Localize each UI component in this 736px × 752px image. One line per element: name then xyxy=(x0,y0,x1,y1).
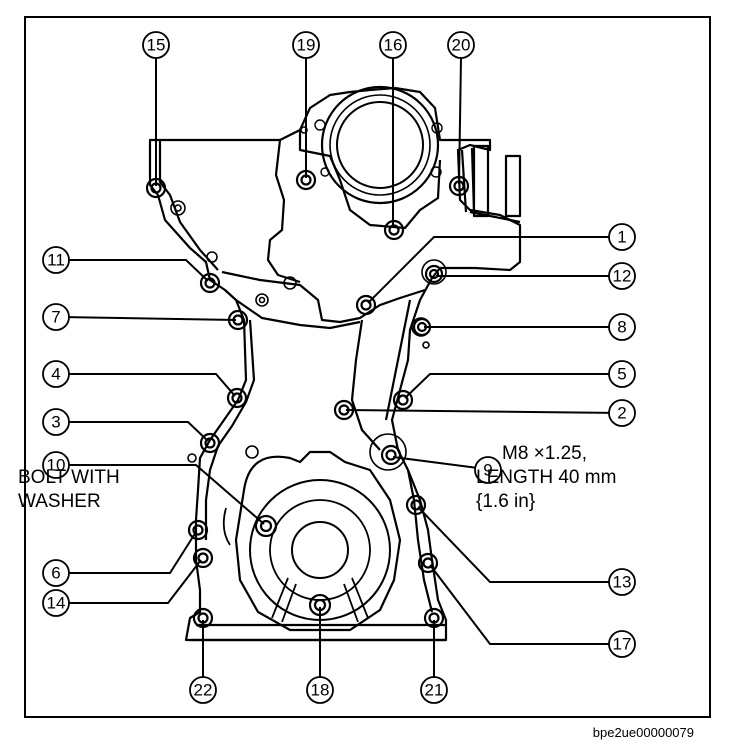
bolt-13 xyxy=(405,494,427,516)
figure-id: bpe2ue00000079 xyxy=(592,725,694,740)
svg-text:6: 6 xyxy=(51,564,60,583)
callout-20: 20 xyxy=(447,31,475,59)
svg-text:19: 19 xyxy=(297,36,316,55)
bolt-17 xyxy=(417,552,439,574)
bolt-6 xyxy=(187,519,209,541)
callout-17: 17 xyxy=(608,630,636,658)
svg-text:4: 4 xyxy=(51,365,60,384)
callout-13: 13 xyxy=(608,568,636,596)
callout-4: 4 xyxy=(42,360,70,388)
svg-text:12: 12 xyxy=(613,267,632,286)
svg-text:10: 10 xyxy=(47,456,66,475)
spec-note-line1: M8 ×1.25, xyxy=(502,443,588,464)
crank-pulley-housing xyxy=(222,450,402,632)
callout-21: 21 xyxy=(420,676,448,704)
callout-8: 8 xyxy=(608,313,636,341)
svg-text:11: 11 xyxy=(47,251,65,270)
spec-note-line3: {1.6 in} xyxy=(476,491,536,512)
bolt-14 xyxy=(192,547,214,569)
svg-text:5: 5 xyxy=(617,365,626,384)
engine-front-cover xyxy=(148,86,522,642)
callout-22: 22 xyxy=(189,676,217,704)
callout-3: 3 xyxy=(42,408,70,436)
svg-text:15: 15 xyxy=(147,36,166,55)
bolt-3 xyxy=(199,432,221,454)
svg-text:21: 21 xyxy=(425,681,444,700)
bolt-1 xyxy=(355,294,377,316)
svg-text:3: 3 xyxy=(51,413,60,432)
front-oil-seal xyxy=(314,85,443,205)
bolt-12 xyxy=(424,264,444,284)
bolt-note-line2: WASHER xyxy=(18,491,101,512)
svg-text:18: 18 xyxy=(311,681,330,700)
leader-lines xyxy=(59,57,623,677)
callouts: 15 19 16 20 1 11 12 7 8 4 5 2 3 9 10 6 1… xyxy=(42,31,636,704)
callout-16: 16 xyxy=(379,31,407,59)
bolt-5 xyxy=(392,389,414,411)
callout-5: 5 xyxy=(608,360,636,388)
svg-text:1: 1 xyxy=(617,228,626,247)
bolt-9 xyxy=(380,444,402,466)
callout-7: 7 xyxy=(42,303,70,331)
svg-text:7: 7 xyxy=(51,308,60,327)
callout-14: 14 xyxy=(42,589,70,617)
svg-text:16: 16 xyxy=(384,36,403,55)
callout-9: 9 xyxy=(474,456,502,484)
svg-text:14: 14 xyxy=(47,594,66,613)
callout-12: 12 xyxy=(608,262,636,290)
dowel-holes xyxy=(170,126,447,471)
svg-text:9: 9 xyxy=(483,461,492,480)
svg-text:2: 2 xyxy=(617,404,626,423)
callout-15: 15 xyxy=(142,31,170,59)
svg-text:20: 20 xyxy=(452,36,471,55)
callout-2: 2 xyxy=(608,399,636,427)
bolt-spec-note: M8 ×1.25, LENGTH 40 mm {1.6 in} xyxy=(476,442,616,514)
bolt-10 xyxy=(254,514,278,538)
svg-text:17: 17 xyxy=(613,635,632,654)
callout-18: 18 xyxy=(306,676,334,704)
callout-11: 11 xyxy=(42,246,70,274)
svg-text:8: 8 xyxy=(617,318,626,337)
bolt-note-line1: BOLT WITH xyxy=(18,467,120,488)
callout-19: 19 xyxy=(292,31,320,59)
callout-10: 10 xyxy=(42,451,70,479)
bolt-11 xyxy=(199,272,221,294)
svg-text:22: 22 xyxy=(194,681,213,700)
callout-1: 1 xyxy=(608,223,636,251)
spec-note-line2: LENGTH 40 mm xyxy=(476,467,617,488)
svg-text:13: 13 xyxy=(613,573,632,592)
callout-6: 6 xyxy=(42,559,70,587)
bolt-4 xyxy=(226,387,248,409)
bolt-with-washer-note: BOLT WITH WASHER xyxy=(18,466,120,514)
